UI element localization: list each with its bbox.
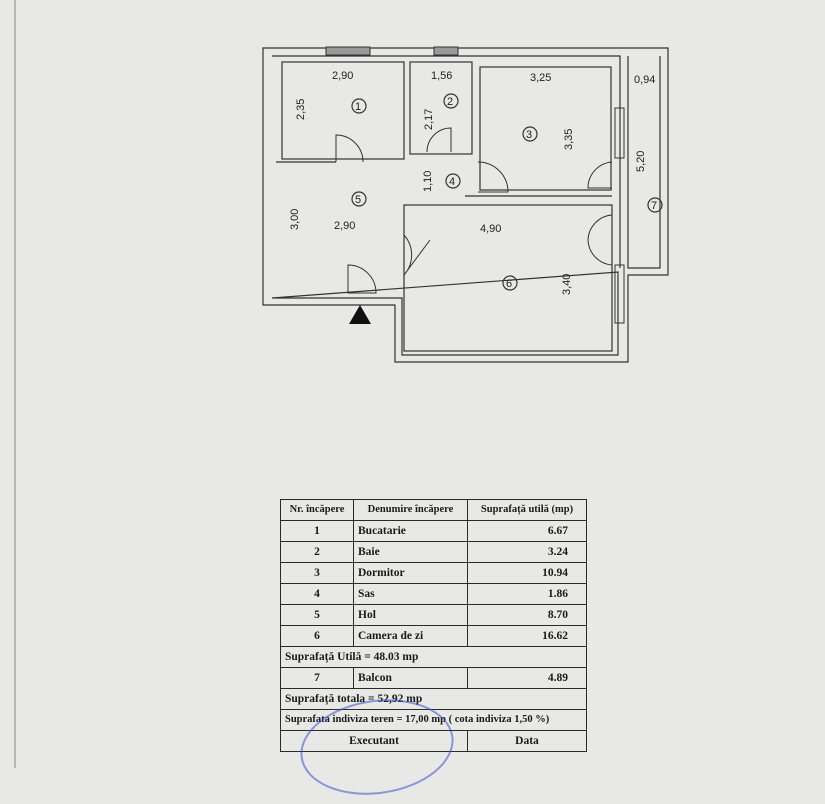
paper-edge <box>14 0 16 768</box>
entrance-marker-icon <box>349 305 371 324</box>
dim-living-width: 4,90 <box>480 223 501 235</box>
room-number-4: 4 <box>445 173 461 189</box>
door-entrance <box>347 264 377 294</box>
header-area: Suprafață utilă (mp) <box>467 499 587 521</box>
dim-living-height: 3,40 <box>561 274 573 295</box>
dim-bedroom-width: 3,25 <box>530 72 551 84</box>
dim-hol-width: 2,90 <box>334 220 355 232</box>
room-number-2: 2 <box>443 93 459 109</box>
room-living-outline <box>403 204 613 352</box>
door-living <box>403 234 431 276</box>
date-label: Data <box>467 730 587 752</box>
dim-balcony-width: 0,94 <box>634 74 655 86</box>
room-bath-outline <box>409 61 473 155</box>
window-bedroom <box>614 107 625 159</box>
svg-text:7: 7 <box>651 200 657 212</box>
room-number-5: 5 <box>351 191 367 207</box>
table-header: Nr. încăpere Denumire încăpere Suprafață… <box>280 499 587 521</box>
window-living <box>614 264 625 324</box>
rooms-table: Nr. încăpere Denumire încăpere Suprafață… <box>280 499 587 752</box>
useful-total-row: Suprafață Utilă = 48.03 mp <box>280 646 587 668</box>
door-bath <box>426 127 452 153</box>
room-number-3: 3 <box>522 126 538 142</box>
door-bedroom <box>477 161 509 193</box>
room-number-6: 6 <box>502 275 518 291</box>
svg-text:5: 5 <box>355 194 361 206</box>
door-balcony-2 <box>587 214 613 266</box>
dim-bath-width: 1,56 <box>431 70 452 82</box>
door-kitchen <box>335 134 364 163</box>
window-kitchen <box>325 46 371 56</box>
outer-wall <box>262 47 669 363</box>
dim-sas-height: 1,10 <box>422 171 434 192</box>
svg-text:1: 1 <box>355 101 361 113</box>
dim-kitchen-height: 2,35 <box>295 99 307 120</box>
dim-bedroom-height: 3,35 <box>563 129 575 150</box>
svg-text:4: 4 <box>449 176 455 188</box>
window-bath <box>433 46 459 56</box>
door-balcony-1 <box>587 161 613 189</box>
outer-wall-inner <box>271 55 661 356</box>
total-row: Suprafață totala = 52,92 mp <box>280 688 587 710</box>
room-number-7: 7 <box>647 197 663 213</box>
header-nr: Nr. încăpere <box>280 499 354 521</box>
svg-text:2: 2 <box>447 96 453 108</box>
room-bedroom-outline <box>479 66 612 191</box>
dim-kitchen-width: 2,90 <box>332 70 353 82</box>
header-name: Denumire încăpere <box>353 499 468 521</box>
dim-balcony-height: 5,20 <box>635 151 647 172</box>
room-number-1: 1 <box>351 98 367 114</box>
floor-plan: 2,90 2,35 1,56 2,17 3,25 3,35 0,94 5,20 … <box>262 46 669 363</box>
dim-hol-height: 3,00 <box>289 209 301 230</box>
dim-bath-height: 2,17 <box>423 109 435 130</box>
svg-text:3: 3 <box>526 129 532 141</box>
svg-text:6: 6 <box>506 278 512 290</box>
room-kitchen-outline <box>281 61 405 160</box>
